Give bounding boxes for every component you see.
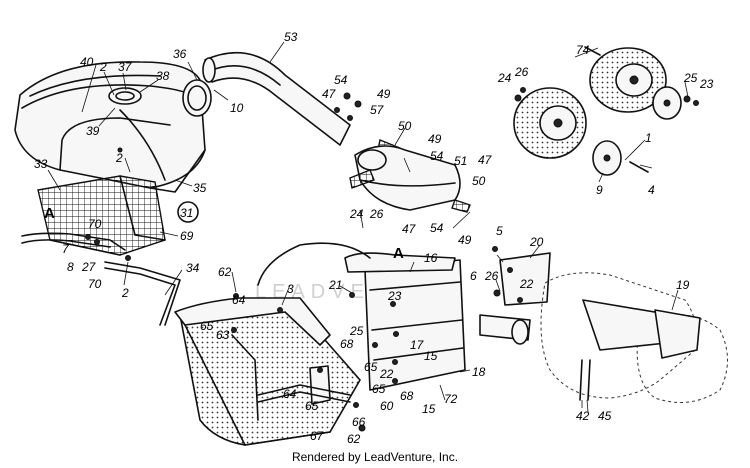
callout-21: 21 xyxy=(328,278,342,292)
callout-54: 54 xyxy=(430,221,444,235)
callout-2: 2 xyxy=(121,286,129,300)
callout-3: 3 xyxy=(287,282,294,296)
bag-grille xyxy=(37,175,166,256)
callout-8: 8 xyxy=(67,260,74,274)
callout-68: 68 xyxy=(400,389,414,403)
callout-2: 2 xyxy=(115,151,123,165)
callout-47: 47 xyxy=(402,222,417,236)
callout-labels: 40 2 37 38 39 2 35 36 10 53 54 47 49 57 … xyxy=(34,30,714,446)
callout-9: 9 xyxy=(596,183,603,197)
tractor-outline xyxy=(540,272,728,403)
callout-64: 64 xyxy=(232,293,246,307)
callout-54: 54 xyxy=(334,73,348,87)
callout-31: 31 xyxy=(180,206,193,220)
callout-68: 68 xyxy=(340,337,354,351)
lift-cable xyxy=(257,242,371,286)
callout-53: 53 xyxy=(284,30,298,44)
callout-4: 4 xyxy=(648,183,655,197)
callout-26: 26 xyxy=(514,65,529,79)
callout-16: 16 xyxy=(424,251,438,265)
callout-36: 36 xyxy=(173,47,187,61)
callout-74: 74 xyxy=(576,43,590,57)
callout-25: 25 xyxy=(683,71,698,85)
callout-17: 17 xyxy=(410,338,425,352)
callout-70: 70 xyxy=(88,277,102,291)
callout-27: 27 xyxy=(81,260,97,274)
callout-50: 50 xyxy=(472,174,486,188)
hitch-bracket xyxy=(492,246,551,306)
callout-66: 66 xyxy=(352,415,366,429)
callout-49: 49 xyxy=(377,87,391,101)
callout-70: 70 xyxy=(88,217,102,231)
wheel-rear xyxy=(584,46,682,120)
callout-23: 23 xyxy=(699,77,714,91)
callout-57: 57 xyxy=(370,103,385,117)
mounting-frame xyxy=(344,252,531,391)
bag-handle-rods xyxy=(21,232,181,326)
callout-47: 47 xyxy=(322,87,337,101)
callout-20: 20 xyxy=(529,235,544,249)
callout-51: 51 xyxy=(454,154,467,168)
ref-a-left: A xyxy=(44,205,55,222)
callout-5: 5 xyxy=(496,224,503,238)
callout-10: 10 xyxy=(230,101,244,115)
grass-bag xyxy=(174,293,366,446)
callout-49: 49 xyxy=(428,132,442,146)
collar-ring xyxy=(182,79,212,117)
callout-24: 24 xyxy=(497,71,512,85)
callout-22: 22 xyxy=(519,277,534,291)
render-credit: Rendered by LeadVenture, Inc. xyxy=(291,450,459,464)
callout-63: 63 xyxy=(216,328,230,342)
callout-24: 24 xyxy=(349,207,364,221)
callout-65: 65 xyxy=(364,360,378,374)
discharge-tube xyxy=(202,52,351,146)
callout-35: 35 xyxy=(193,181,207,195)
callout-31-circle xyxy=(177,201,199,223)
callout-65: 65 xyxy=(372,382,386,396)
leader-lines xyxy=(47,41,689,413)
callout-26: 26 xyxy=(369,207,384,221)
callout-2: 2 xyxy=(99,60,107,74)
callout-7: 7 xyxy=(62,242,70,256)
callout-34: 34 xyxy=(186,261,200,275)
callout-1: 1 xyxy=(645,131,652,145)
catcher-lid xyxy=(14,61,206,193)
callout-60: 60 xyxy=(380,399,394,413)
callout-72: 72 xyxy=(444,392,458,406)
callout-37: 37 xyxy=(118,60,133,74)
callout-47: 47 xyxy=(478,153,493,167)
callout-15: 15 xyxy=(422,402,436,416)
callout-45: 45 xyxy=(598,409,612,423)
callout-64: 64 xyxy=(283,387,297,401)
callout-33: 33 xyxy=(34,157,48,171)
callout-65: 65 xyxy=(200,319,214,333)
callout-40: 40 xyxy=(80,55,94,69)
callout-38: 38 xyxy=(156,69,170,83)
callout-42: 42 xyxy=(576,409,590,423)
callout-26: 26 xyxy=(484,269,499,283)
ref-a-right: A xyxy=(393,245,404,262)
callout-18: 18 xyxy=(472,365,486,379)
wheel-front xyxy=(513,87,699,176)
callout-39: 39 xyxy=(86,124,100,138)
callout-49: 49 xyxy=(458,233,472,247)
callout-65: 65 xyxy=(305,399,319,413)
callout-62: 62 xyxy=(218,265,232,279)
callout-23: 23 xyxy=(387,289,402,303)
callout-54: 54 xyxy=(430,149,444,163)
callout-15: 15 xyxy=(424,349,438,363)
chute-deflector xyxy=(349,145,471,213)
callout-67: 67 xyxy=(310,429,325,443)
callout-6: 6 xyxy=(470,269,477,283)
callout-22: 22 xyxy=(379,367,394,381)
callout-69: 69 xyxy=(180,229,194,243)
callout-19: 19 xyxy=(676,278,690,292)
callout-62: 62 xyxy=(347,432,361,446)
callout-50: 50 xyxy=(398,119,412,133)
callout-25: 25 xyxy=(349,324,364,338)
